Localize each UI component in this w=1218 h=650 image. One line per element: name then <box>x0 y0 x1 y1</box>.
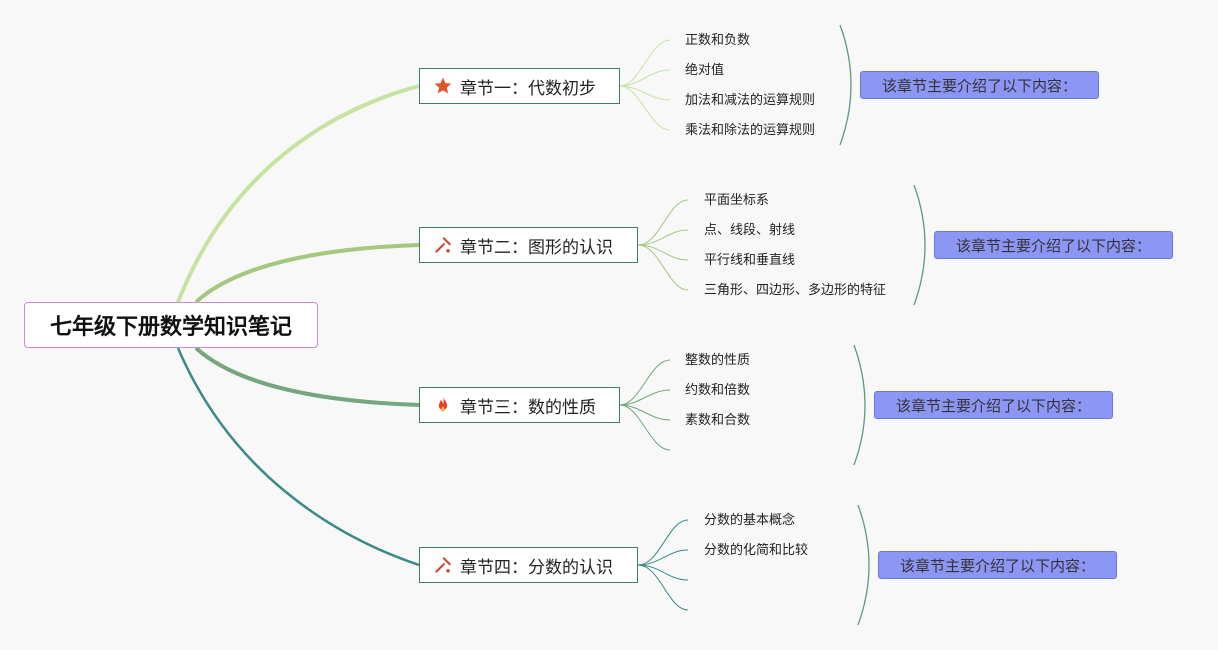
chapter-4-summary-text: 该章节主要介绍了以下内容： <box>899 556 1095 575</box>
branch-line-3 <box>194 346 420 407</box>
star-icon <box>432 75 454 97</box>
central-topic-title: 七年级下册数学知识笔记 <box>49 315 292 340</box>
chapter-1-summary[interactable]: 该章节主要介绍了以下内容： <box>860 71 1099 99</box>
chapter-4-summary[interactable]: 该章节主要介绍了以下内容： <box>878 551 1117 579</box>
chapter-2-summary-text: 该章节主要介绍了以下内容： <box>955 236 1151 255</box>
chapter-3-node[interactable]: 章节三：数的性质 <box>419 387 620 423</box>
topic-2-2[interactable]: 点、线段、射线 <box>704 223 796 238</box>
chapter-3-summary[interactable]: 该章节主要介绍了以下内容： <box>874 391 1113 419</box>
chapter-3-title: 章节三：数的性质 <box>460 397 596 418</box>
topic-2-3[interactable]: 平行线和垂直线 <box>704 253 796 268</box>
central-topic[interactable]: 七年级下册数学知识笔记 <box>24 302 318 348</box>
branch-line-4 <box>176 347 420 567</box>
tools-icon <box>432 234 454 256</box>
chapter-2-summary[interactable]: 该章节主要介绍了以下内容： <box>934 231 1173 259</box>
topic-connectors-1 <box>619 39 671 131</box>
fire-icon <box>432 394 454 416</box>
chapter-4-node[interactable]: 章节四：分数的认识 <box>419 547 638 583</box>
chapter-2-node[interactable]: 章节二：图形的认识 <box>419 227 638 263</box>
topic-3-3[interactable]: 素数和合数 <box>685 413 751 428</box>
topic-2-4[interactable]: 三角形、四边形、多边形的特征 <box>704 283 887 298</box>
bracket-2 <box>913 184 926 306</box>
chapter-1-node[interactable]: 章节一：代数初步 <box>419 68 620 104</box>
chapter-3-summary-text: 该章节主要介绍了以下内容： <box>895 396 1091 415</box>
topic-connectors-2 <box>637 199 689 291</box>
topic-4-2[interactable]: 分数的化简和比较 <box>704 543 809 558</box>
bracket-1 <box>839 24 852 146</box>
topic-4-1[interactable]: 分数的基本概念 <box>704 513 796 528</box>
tools-icon <box>432 554 454 576</box>
topic-1-4[interactable]: 乘法和除法的运算规则 <box>685 123 816 138</box>
chapter-4-title: 章节四：分数的认识 <box>460 557 613 578</box>
bracket-3 <box>853 344 866 466</box>
topic-1-3[interactable]: 加法和减法的运算规则 <box>685 93 816 108</box>
branch-line-2 <box>194 243 420 304</box>
chapter-1-title: 章节一：代数初步 <box>460 78 596 99</box>
topic-connectors-3 <box>619 359 671 451</box>
topic-3-1[interactable]: 整数的性质 <box>685 353 751 368</box>
topic-2-1[interactable]: 平面坐标系 <box>704 193 770 208</box>
branch-line-1 <box>176 84 420 303</box>
topic-1-1[interactable]: 正数和负数 <box>685 33 751 48</box>
chapter-1-summary-text: 该章节主要介绍了以下内容： <box>881 76 1077 95</box>
topic-1-2[interactable]: 绝对值 <box>685 63 725 78</box>
topic-3-2[interactable]: 约数和倍数 <box>685 383 751 398</box>
chapter-2-title: 章节二：图形的认识 <box>460 237 613 258</box>
topic-connectors-4 <box>637 519 689 611</box>
bracket-4 <box>857 504 870 626</box>
